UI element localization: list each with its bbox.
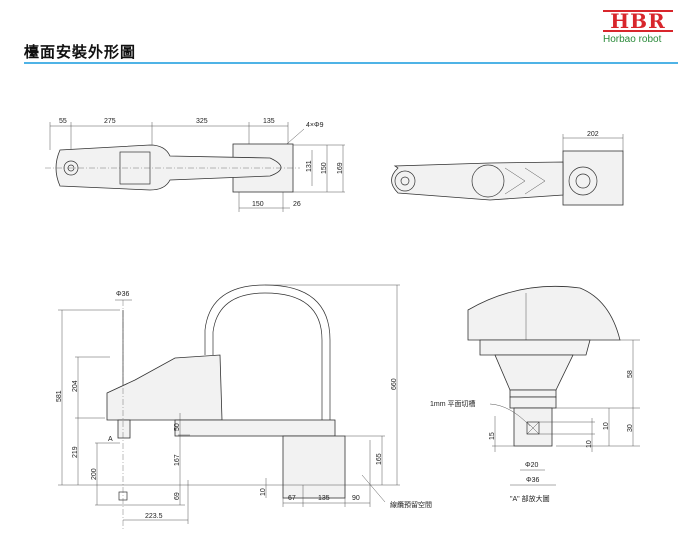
dim-58: 58	[627, 370, 634, 378]
dim-135: 135	[263, 118, 275, 125]
dim-10-base: 10	[260, 488, 267, 496]
dim-150-vertical: 150	[321, 162, 328, 174]
page-title: 檯面安裝外形圖	[24, 43, 137, 61]
dim-223-5: 223.5	[145, 513, 163, 520]
dim-phi36-rod: Φ36	[116, 291, 129, 298]
groove-note: 1mm 平面切槽	[430, 399, 476, 408]
dim-219: 219	[72, 446, 79, 458]
dim-67: 67	[288, 495, 296, 502]
dim-30: 30	[627, 424, 634, 432]
logo-subtitle: Horbao robot	[603, 34, 662, 45]
dim-15: 15	[489, 432, 496, 440]
dim-200: 200	[91, 468, 98, 480]
dim-10-lower: 10	[586, 440, 593, 448]
dim-202: 202	[587, 131, 599, 138]
logo-mark: HBR	[603, 10, 673, 32]
dim-131: 131	[306, 160, 313, 172]
dim-135-base: 135	[318, 495, 330, 502]
detail-a-drawing: 58 30 10 10 15 Φ20 Φ36 "A" 部放大圖 1mm 平面切槽	[430, 285, 640, 503]
dim-150-horizontal: 150	[252, 201, 264, 208]
dim-55: 55	[59, 118, 67, 125]
dim-69: 69	[174, 492, 181, 500]
title-underline	[24, 62, 678, 64]
dim-phi36-detail: Φ36	[526, 477, 539, 484]
dim-10-upper: 10	[603, 422, 610, 430]
dim-26: 26	[293, 201, 301, 208]
dim-holes: 4×Φ9	[306, 122, 324, 129]
dim-660: 660	[391, 378, 398, 390]
brand-logo: HBR Horbao robot	[603, 10, 675, 45]
top-view-drawing: 55 275 325 135 4×Φ9 131 150 169 150 26	[45, 118, 345, 212]
dim-275: 275	[104, 118, 116, 125]
dim-581: 581	[56, 390, 63, 402]
top-view-2-drawing: 202	[391, 131, 624, 206]
dim-167: 167	[174, 454, 181, 466]
marker-a: A	[108, 436, 113, 443]
dim-204: 204	[72, 380, 79, 392]
dim-165: 165	[376, 453, 383, 465]
dim-50: 50	[174, 423, 181, 431]
dim-325: 325	[196, 118, 208, 125]
dim-169: 169	[337, 162, 344, 174]
dim-phi20: Φ20	[525, 462, 538, 469]
dim-90: 90	[352, 495, 360, 502]
cable-reserve-note: 線纜預留空間	[390, 500, 432, 509]
side-view-drawing: Φ36 581 204 219 A 200 50 167 69 223.5 66…	[56, 284, 432, 530]
detail-caption: "A" 部放大圖	[510, 494, 550, 503]
